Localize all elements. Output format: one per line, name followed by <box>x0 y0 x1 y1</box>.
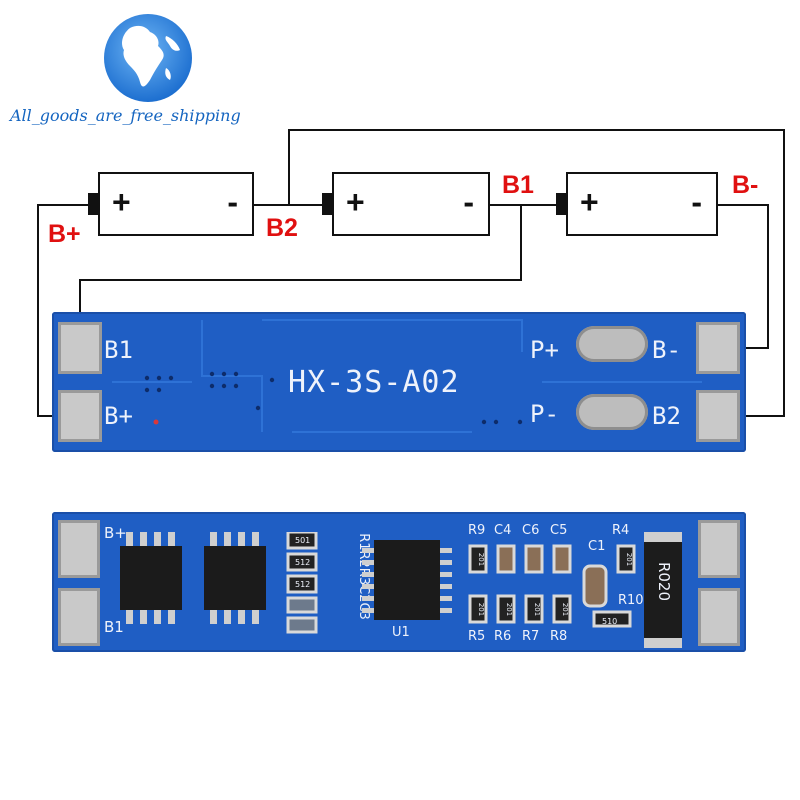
battery-terminal <box>556 193 566 215</box>
label-r4: R4 <box>612 523 630 538</box>
pad-b-minus <box>696 322 740 374</box>
mosfet-chips <box>120 532 266 624</box>
cell-plus-sign: + <box>112 184 131 220</box>
label-r9: R9 <box>468 523 486 538</box>
pad-bottom-right-bottom <box>698 588 740 646</box>
code-201-b: 201 <box>477 602 486 617</box>
pcb-bottom-view: 501 512 512 R1R2R3C2C3 U1 R9 C4 C6 C5 R4 <box>52 512 746 652</box>
label-bottom-b-plus: B+ <box>104 524 127 542</box>
shunt-marking: R020 <box>655 561 674 602</box>
pad-b2-right <box>696 390 740 442</box>
code-201-a: 201 <box>477 552 486 567</box>
silk-p-minus: P- <box>530 400 559 428</box>
code-201-f: 201 <box>625 552 634 567</box>
label-c4: C4 <box>494 523 512 538</box>
watermark-text: All_goods_are_free_shipping <box>10 106 241 125</box>
silk-p-plus: P+ <box>530 336 559 364</box>
label-r8: R8 <box>550 629 568 644</box>
globe-logo-icon <box>104 14 192 102</box>
battery-cell-1: + - <box>88 172 254 236</box>
label-r7: R7 <box>522 629 540 644</box>
pcb-top-view: B1 B+ B- B2 P+ P- HX-3S-A02 <box>52 312 746 452</box>
cell-minus-sign: - <box>691 184 702 220</box>
model-name: HX-3S-A02 <box>288 365 460 400</box>
resistor-code-3: 512 <box>295 580 311 589</box>
pad-p-plus <box>576 326 648 362</box>
label-c1: C1 <box>588 539 606 554</box>
cell-minus-sign: - <box>227 184 238 220</box>
battery-terminal <box>322 193 332 215</box>
pcb-top-traces <box>112 319 702 433</box>
pad-b-plus <box>58 390 102 442</box>
label-r5: R5 <box>468 629 486 644</box>
silk-b-minus: B- <box>652 336 681 364</box>
pad-p-minus <box>576 394 648 430</box>
code-201-d: 201 <box>533 602 542 617</box>
label-b2: B2 <box>266 214 298 242</box>
pad-bottom-left-bottom <box>58 588 100 646</box>
label-c5: C5 <box>550 523 568 538</box>
shunt-resistor <box>644 532 682 648</box>
label-bottom-b1: B1 <box>104 618 124 636</box>
resistor-group <box>286 532 318 634</box>
label-r6: R6 <box>494 629 512 644</box>
battery-cell-3: + - <box>556 172 718 236</box>
label-b1: B1 <box>502 171 534 199</box>
label-b-minus: B- <box>732 171 759 199</box>
label-r10: R10 <box>618 593 644 608</box>
code-201-c: 201 <box>505 602 514 617</box>
silk-b2: B2 <box>652 402 681 430</box>
battery-terminal <box>88 193 98 215</box>
label-c6: C6 <box>522 523 540 538</box>
code-510: 510 <box>602 617 618 626</box>
resistor-code-2: 512 <box>295 558 311 567</box>
label-b-plus: B+ <box>48 220 81 248</box>
protection-ic <box>362 540 452 620</box>
pad-bottom-left-top <box>58 520 100 578</box>
pad-b1 <box>58 322 102 374</box>
cell-plus-sign: + <box>580 184 599 220</box>
pad-bottom-right-top <box>698 520 740 578</box>
silk-b-plus: B+ <box>104 402 133 430</box>
cell-plus-sign: + <box>346 184 365 220</box>
battery-cell-2: + - <box>322 172 490 236</box>
smd-components <box>468 544 636 628</box>
resistor-code-1: 501 <box>295 536 311 545</box>
silk-b1: B1 <box>104 336 133 364</box>
code-201-e: 201 <box>561 602 570 617</box>
cell-minus-sign: - <box>463 184 474 220</box>
ic-label: U1 <box>392 625 410 640</box>
